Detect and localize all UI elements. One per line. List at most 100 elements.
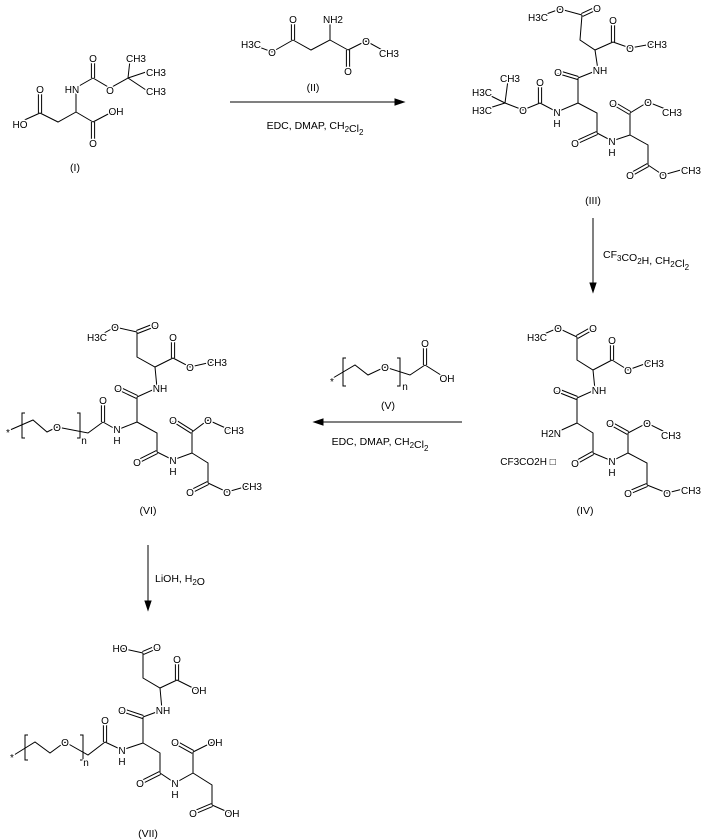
double-bond <box>557 73 578 81</box>
atom-label-III: O <box>609 16 617 27</box>
atom-label-I: CH3 <box>146 87 166 98</box>
compound-label-IV: (IV) <box>577 505 594 517</box>
single-bond <box>142 742 161 773</box>
single-bond <box>159 752 194 784</box>
double-bond <box>628 486 648 495</box>
single-bond <box>577 102 598 133</box>
atom-label-II: O <box>268 48 276 59</box>
double-bond <box>577 328 595 339</box>
double-bond <box>136 323 155 331</box>
double-bond <box>171 420 192 434</box>
atom-label-VI: O <box>133 458 141 469</box>
double-bond <box>574 131 597 142</box>
atom-label-VI: CH3 <box>207 358 227 369</box>
repeat-unit-bracket <box>21 412 81 439</box>
atom-label-VII: O <box>189 809 197 820</box>
atom-label-III: N <box>553 108 560 119</box>
single-bond <box>96 326 138 338</box>
atom-label-II: NH2 <box>323 15 343 26</box>
single-bond <box>142 653 178 689</box>
single-bond <box>156 432 193 461</box>
double-bond <box>189 481 208 492</box>
single-bond <box>104 717 144 751</box>
atom-label-V: n <box>402 382 408 393</box>
single-bond <box>64 741 106 756</box>
single-bond <box>646 484 688 494</box>
atom-label-I: OH <box>109 107 124 118</box>
single-bond <box>539 78 579 113</box>
double-bond <box>122 708 144 716</box>
single-bond <box>576 369 596 399</box>
double-bond <box>136 450 157 462</box>
double-bond <box>117 388 137 399</box>
single-bond <box>142 687 163 718</box>
single-bond <box>192 741 214 753</box>
single-bond <box>211 804 231 814</box>
single-bond <box>92 111 113 123</box>
single-bond <box>9 419 58 433</box>
atom-label-VII: O <box>118 706 126 717</box>
atom-label-IV: CH3 <box>681 486 701 497</box>
atom-label-IV: O <box>553 386 561 397</box>
single-bond <box>482 102 506 111</box>
atom-label-VI: H <box>113 436 120 447</box>
single-bond <box>596 113 631 142</box>
reaction-arrow-step3 <box>312 418 462 426</box>
atom-label-VI: CH3 <box>224 426 244 437</box>
atom-label-V: OH <box>440 374 455 385</box>
double-bond <box>118 386 138 397</box>
atom-label-III: O <box>626 171 634 182</box>
single-bond <box>612 41 653 49</box>
double-bond <box>143 648 158 655</box>
single-bond <box>56 421 104 434</box>
atom-label-III: CH3 <box>662 108 682 119</box>
double-bond <box>137 326 156 334</box>
atom-label-VII: OH <box>208 738 223 749</box>
atom-label-IV: O <box>663 489 671 500</box>
double-bond <box>175 740 195 752</box>
atom-label-VII: O <box>136 779 144 790</box>
atom-label-V: O <box>421 339 429 350</box>
atom-label-I: CH3 <box>146 68 166 79</box>
double-bond <box>558 69 579 77</box>
double-bond <box>627 483 647 492</box>
atom-label-III: CH3 <box>681 166 701 177</box>
atom-label-IV: O <box>643 419 651 430</box>
single-bond <box>207 482 249 493</box>
atom-label-III: O <box>556 5 564 16</box>
atom-label-VII: O <box>171 738 179 749</box>
single-bond <box>39 92 77 123</box>
atom-label-II: O <box>344 67 352 78</box>
atom-label-VII: H <box>171 790 178 801</box>
atom-label-V: O <box>381 363 389 374</box>
atom-label-II: O <box>362 37 370 48</box>
atom-label-III: N <box>608 137 615 148</box>
single-bond <box>424 364 445 378</box>
atom-label-I: CH3 <box>126 54 146 65</box>
single-bond <box>119 647 144 654</box>
atom-label-III: CH3 <box>500 74 520 85</box>
reaction-arrow-step2 <box>589 218 597 294</box>
atom-label-I: HO <box>13 120 28 131</box>
atom-label-III: NH <box>593 66 607 77</box>
atom-label-II: H3C <box>241 40 261 51</box>
single-bond <box>537 8 583 18</box>
double-bond <box>610 421 630 433</box>
bond-lines <box>9 6 689 815</box>
atom-label-III: H3C <box>472 106 492 117</box>
reagents-step1: EDC, DMAP, CH2Cl2 <box>267 120 364 137</box>
atom-label-VI: O <box>186 488 194 499</box>
single-bond <box>192 772 213 805</box>
single-bond <box>504 79 509 104</box>
single-bond <box>536 327 578 338</box>
single-bond <box>127 59 131 79</box>
reagents-step3: EDC, DMAP, CH2Cl2 <box>332 436 429 453</box>
single-bond <box>627 452 648 485</box>
atom-label-VI: NH <box>153 384 167 395</box>
single-bond <box>554 398 578 434</box>
single-bond <box>71 77 94 91</box>
double-bond <box>173 418 194 432</box>
single-bond <box>482 91 506 104</box>
atom-label-IV: H <box>608 468 615 479</box>
